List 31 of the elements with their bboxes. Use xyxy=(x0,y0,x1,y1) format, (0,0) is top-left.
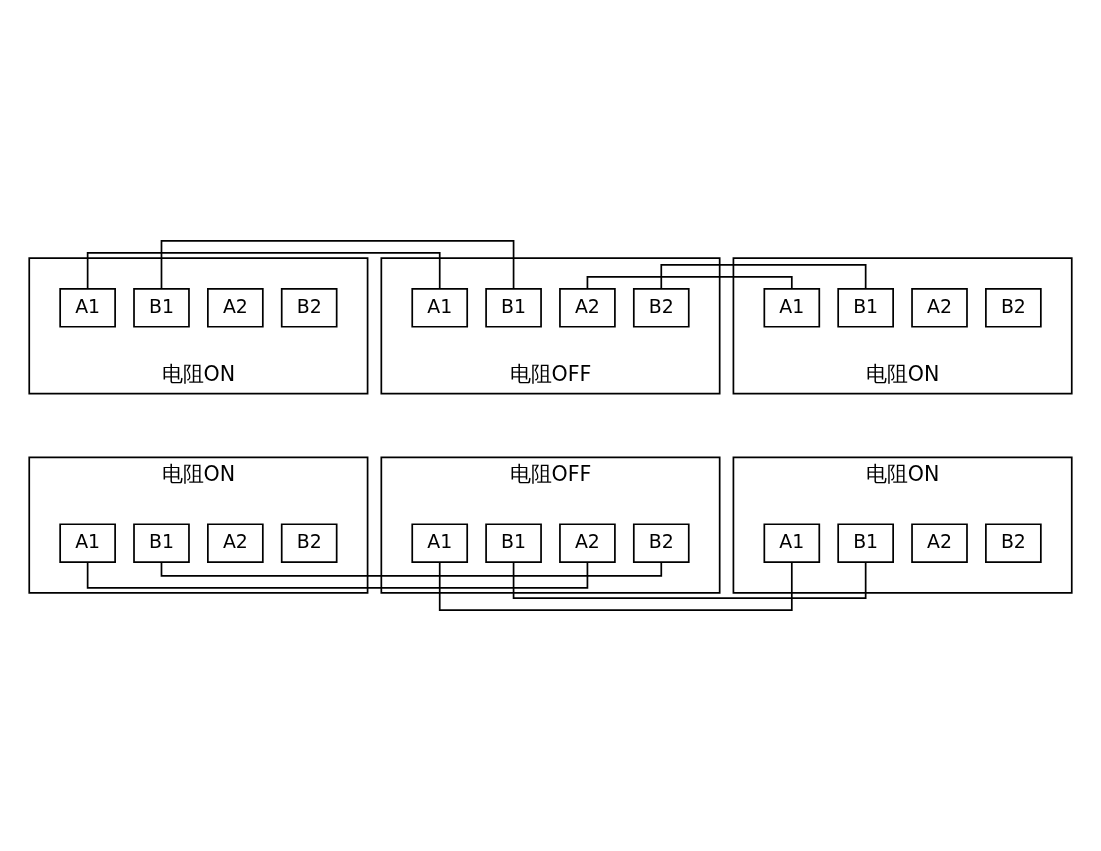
node-box: B2 xyxy=(985,523,1042,563)
node-box: B1 xyxy=(133,288,190,328)
node-box: B2 xyxy=(632,288,690,328)
node-box: A2 xyxy=(559,523,616,563)
node-box: B1 xyxy=(485,288,542,328)
node-box: A1 xyxy=(411,288,469,328)
node-box: B1 xyxy=(133,523,190,563)
connector xyxy=(512,561,867,599)
node-box: B2 xyxy=(632,523,690,563)
node-box: A1 xyxy=(763,523,821,563)
node-box: B1 xyxy=(485,523,542,563)
node-box: A1 xyxy=(59,288,116,328)
node-box: A2 xyxy=(207,523,264,563)
node-box: A1 xyxy=(763,288,821,328)
node-box: A2 xyxy=(911,523,968,563)
connector xyxy=(586,276,793,290)
node-box: A2 xyxy=(559,288,616,328)
node-box: A1 xyxy=(411,523,469,563)
node-box: B2 xyxy=(280,288,338,328)
node-box: B2 xyxy=(280,523,338,563)
node-box: A1 xyxy=(59,523,116,563)
node-box: B1 xyxy=(837,288,894,328)
node-box: B1 xyxy=(837,523,894,563)
connector xyxy=(160,240,515,290)
connector xyxy=(660,264,867,290)
node-box: A2 xyxy=(911,288,968,328)
node-box: A2 xyxy=(207,288,264,328)
connector xyxy=(86,252,441,290)
connector xyxy=(86,561,589,589)
connector xyxy=(438,561,793,611)
node-box: B2 xyxy=(985,288,1042,328)
